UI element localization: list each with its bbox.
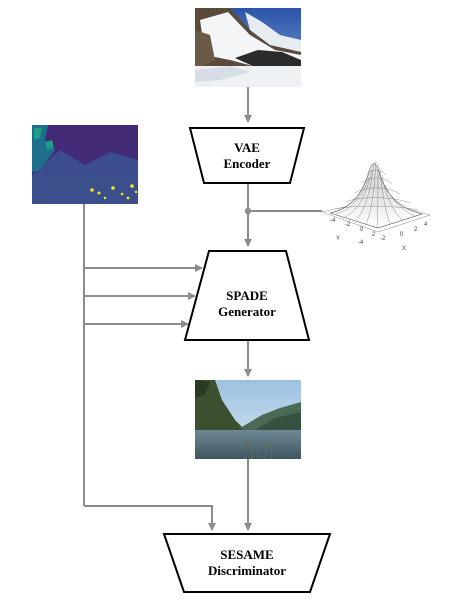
vae-encoder-block: VAE Encoder xyxy=(188,127,306,184)
arrow-segmap-to-sesame xyxy=(84,505,216,531)
plot-tick-y-2: -2 xyxy=(345,222,351,228)
input-mountain-photo xyxy=(195,8,301,87)
plot-tick-x-2: -2 xyxy=(380,236,386,242)
connectors xyxy=(83,87,322,531)
plot-tick-y-1: -4 xyxy=(330,218,336,224)
spade-generator-label-line2: Generator xyxy=(218,304,276,319)
sesame-discriminator-label-line2: Discriminator xyxy=(208,563,286,578)
plot-tick-y-3: 0 xyxy=(360,227,364,233)
plot-tick-x-4: 2 xyxy=(414,227,418,233)
sesame-discriminator-label-line1: SESAME xyxy=(220,547,273,562)
spade-generator-block: SPADE Generator xyxy=(183,250,311,341)
gaussian-surface-plot: -4 -2 0 2 Y -4 -2 0 2 4 X xyxy=(320,160,432,252)
plot-tick-x-1: -4 xyxy=(358,240,364,246)
sesame-discriminator-block: SESAME Discriminator xyxy=(162,533,332,593)
vae-encoder-label-line1: VAE xyxy=(234,140,260,155)
plot-axis-label-x: X xyxy=(402,246,406,252)
vae-encoder-label-line2: Encoder xyxy=(224,156,271,171)
plot-tick-x-5: 4 xyxy=(424,222,428,228)
plot-tick-x-3: 0 xyxy=(400,232,404,238)
segmentation-map xyxy=(32,125,138,204)
output-lake-photo xyxy=(195,380,301,460)
junction-dot xyxy=(244,207,252,215)
spade-generator-label-line1: SPADE xyxy=(226,288,268,303)
plot-tick-y-4: 2 xyxy=(372,232,376,238)
plot-axis-label-y: Y xyxy=(336,236,340,242)
